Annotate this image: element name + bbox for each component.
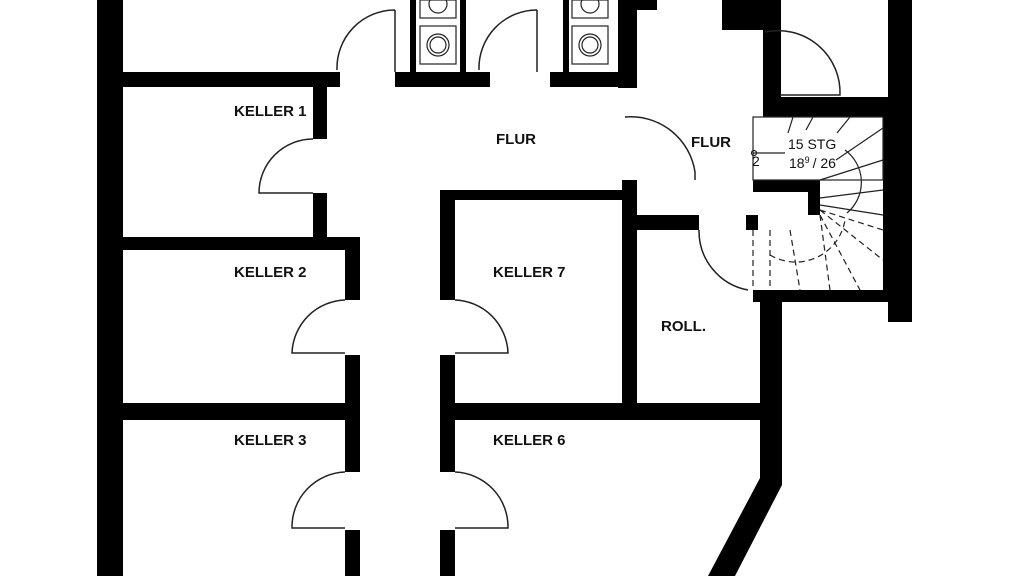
- room-label-keller-6: KELLER 6: [493, 432, 566, 449]
- stair-steps-label: 15 STG: [788, 136, 836, 152]
- room-label-flur-stair: FLUR: [691, 134, 731, 151]
- walls: [97, 0, 912, 576]
- doors: [258, 9, 841, 529]
- staircase: 2 15 STG 189/ 26: [750, 116, 884, 291]
- washing-machines: [419, 0, 609, 65]
- room-labels: KELLER 1 FLUR FLUR KELLER 2 KELLER 7 ROL…: [234, 103, 731, 449]
- stair-dimensions-label: 189/ 26: [789, 155, 836, 171]
- stair-marker: 2: [752, 153, 760, 169]
- room-label-keller-1: KELLER 1: [234, 103, 307, 120]
- room-label-flur: FLUR: [496, 131, 536, 148]
- room-label-keller-3: KELLER 3: [234, 432, 307, 449]
- rise-base: 18: [789, 155, 805, 171]
- stair-run: / 26: [813, 155, 837, 171]
- room-label-keller-2: KELLER 2: [234, 264, 307, 281]
- room-label-roll: ROLL.: [661, 318, 706, 335]
- room-label-keller-7: KELLER 7: [493, 264, 566, 281]
- rise-sup: 9: [805, 155, 810, 165]
